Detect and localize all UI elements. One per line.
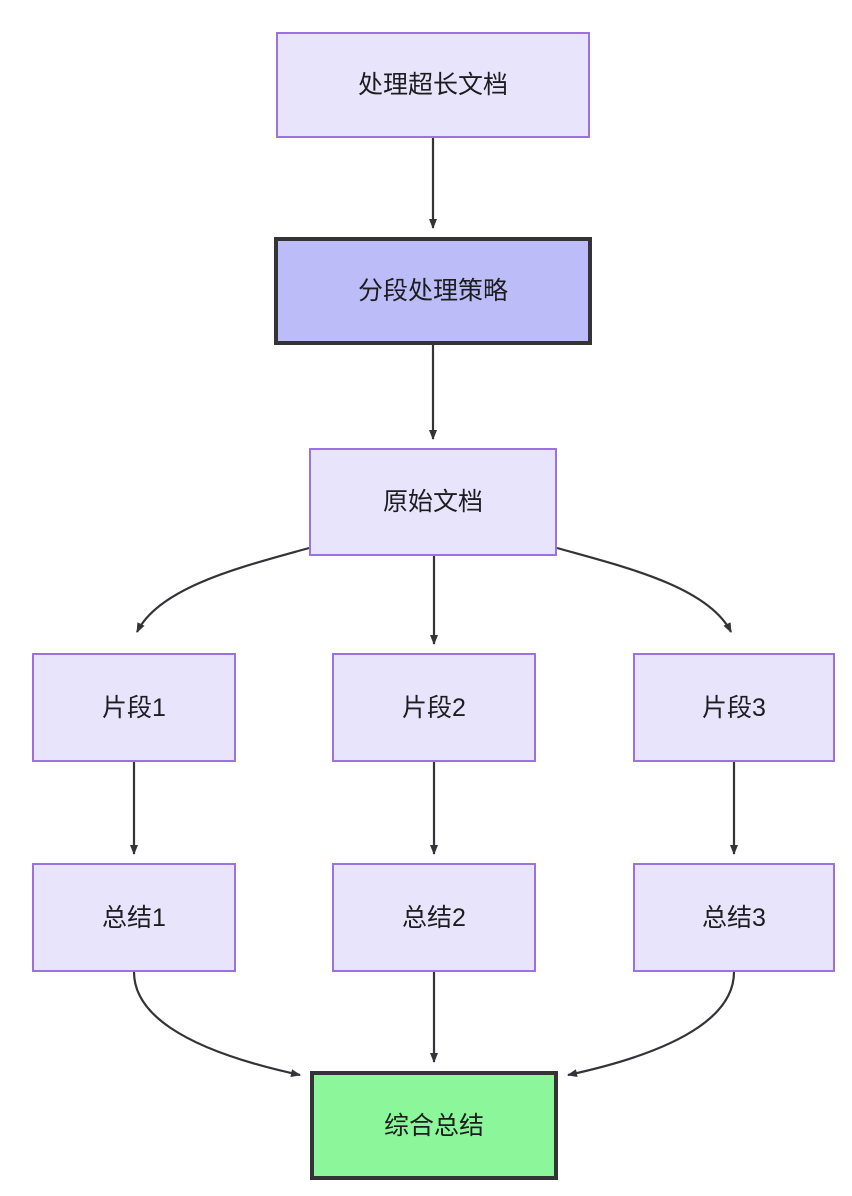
node-fragment-1[interactable]: 片段1	[32, 653, 236, 762]
node-comprehensive-summary[interactable]: 综合总结	[310, 1071, 558, 1180]
node-summary-2[interactable]: 总结2	[332, 863, 536, 972]
edge-n9-n10	[567, 971, 736, 1078]
node-label: 原始文档	[382, 488, 483, 516]
node-original-document[interactable]: 原始文档	[309, 448, 557, 556]
edge-n7-n10	[132, 971, 301, 1078]
node-summary-1[interactable]: 总结1	[32, 863, 236, 972]
edge-n3-n4	[136, 546, 310, 633]
node-process-long-document[interactable]: 处理超长文档	[276, 32, 590, 138]
node-label: 片段1	[102, 693, 166, 722]
node-label: 综合总结	[383, 1111, 484, 1140]
node-label: 总结3	[702, 903, 766, 932]
node-label: 片段3	[702, 693, 766, 722]
node-label: 总结1	[102, 903, 166, 932]
node-label: 处理超长文档	[357, 71, 508, 99]
node-fragment-3[interactable]: 片段3	[633, 653, 835, 762]
node-label: 片段2	[402, 693, 466, 722]
node-label: 分段处理策略	[357, 277, 508, 305]
edge-n3-n6	[556, 546, 732, 633]
node-chunking-strategy[interactable]: 分段处理策略	[274, 237, 592, 345]
node-summary-3[interactable]: 总结3	[633, 863, 835, 972]
node-fragment-2[interactable]: 片段2	[332, 653, 536, 762]
node-label: 总结2	[402, 903, 466, 932]
